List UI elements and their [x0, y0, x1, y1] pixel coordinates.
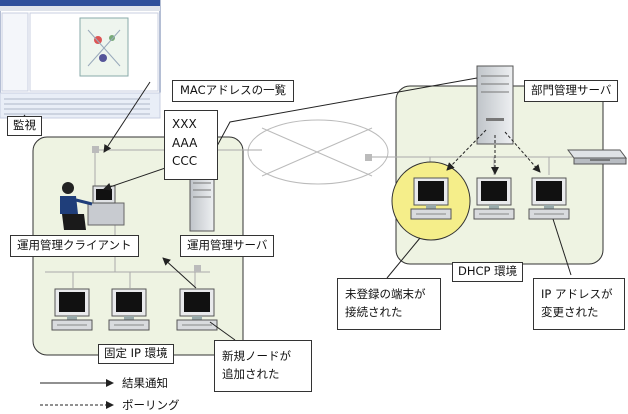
mac-list-title: MACアドレスの一覧 — [172, 80, 295, 102]
polling-arrows — [446, 129, 541, 175]
legend-polling: ポーリング — [122, 398, 180, 412]
mgmt-server-label: 運用管理サーバ — [180, 235, 275, 257]
unregistered-callout: 未登録の端末が 接続された — [337, 278, 441, 330]
pc-dhcp-2 — [473, 177, 515, 220]
mac-list-box: XXX AAA CCC — [164, 110, 218, 180]
mac-list-item: AAA — [172, 135, 198, 150]
network-cloud — [247, 119, 389, 185]
callout-line: 追加された — [222, 367, 280, 382]
pc-fixed-2 — [108, 288, 150, 331]
mgmt-server-icon — [189, 174, 215, 232]
callout-line: 未登録の端末が — [345, 287, 426, 301]
callout-line: 接続された — [345, 305, 403, 320]
legend-result-notice: 結果通知 — [122, 376, 168, 390]
pc-unregistered — [410, 177, 452, 220]
mac-list-item: XXX — [172, 117, 197, 131]
callout-line: 変更された — [541, 305, 599, 320]
pc-fixed-3-new — [176, 288, 218, 331]
pc-fixed-1 — [51, 288, 93, 331]
fixed-ip-env-label: 固定 IP 環境 — [98, 344, 174, 364]
dhcp-env-label: DHCP 環境 — [452, 262, 524, 282]
callout-line: 新規ノードが — [222, 349, 291, 363]
monitor-label: 監視 — [7, 116, 42, 136]
ip-changed-callout: IP アドレスが 変更された — [533, 278, 625, 330]
pc-dhcp-3 — [528, 177, 570, 220]
router-icon — [567, 149, 627, 165]
dept-server-label: 部門管理サーバ — [524, 80, 619, 102]
dept-server-icon — [476, 65, 514, 145]
new-node-callout: 新規ノードが 追加された — [214, 340, 312, 392]
callout-line: IP アドレスが — [541, 287, 613, 301]
console-screenshot — [0, 0, 161, 119]
mac-list-item: CCC — [172, 154, 198, 169]
mgmt-client-label: 運用管理クライアント — [10, 235, 139, 257]
